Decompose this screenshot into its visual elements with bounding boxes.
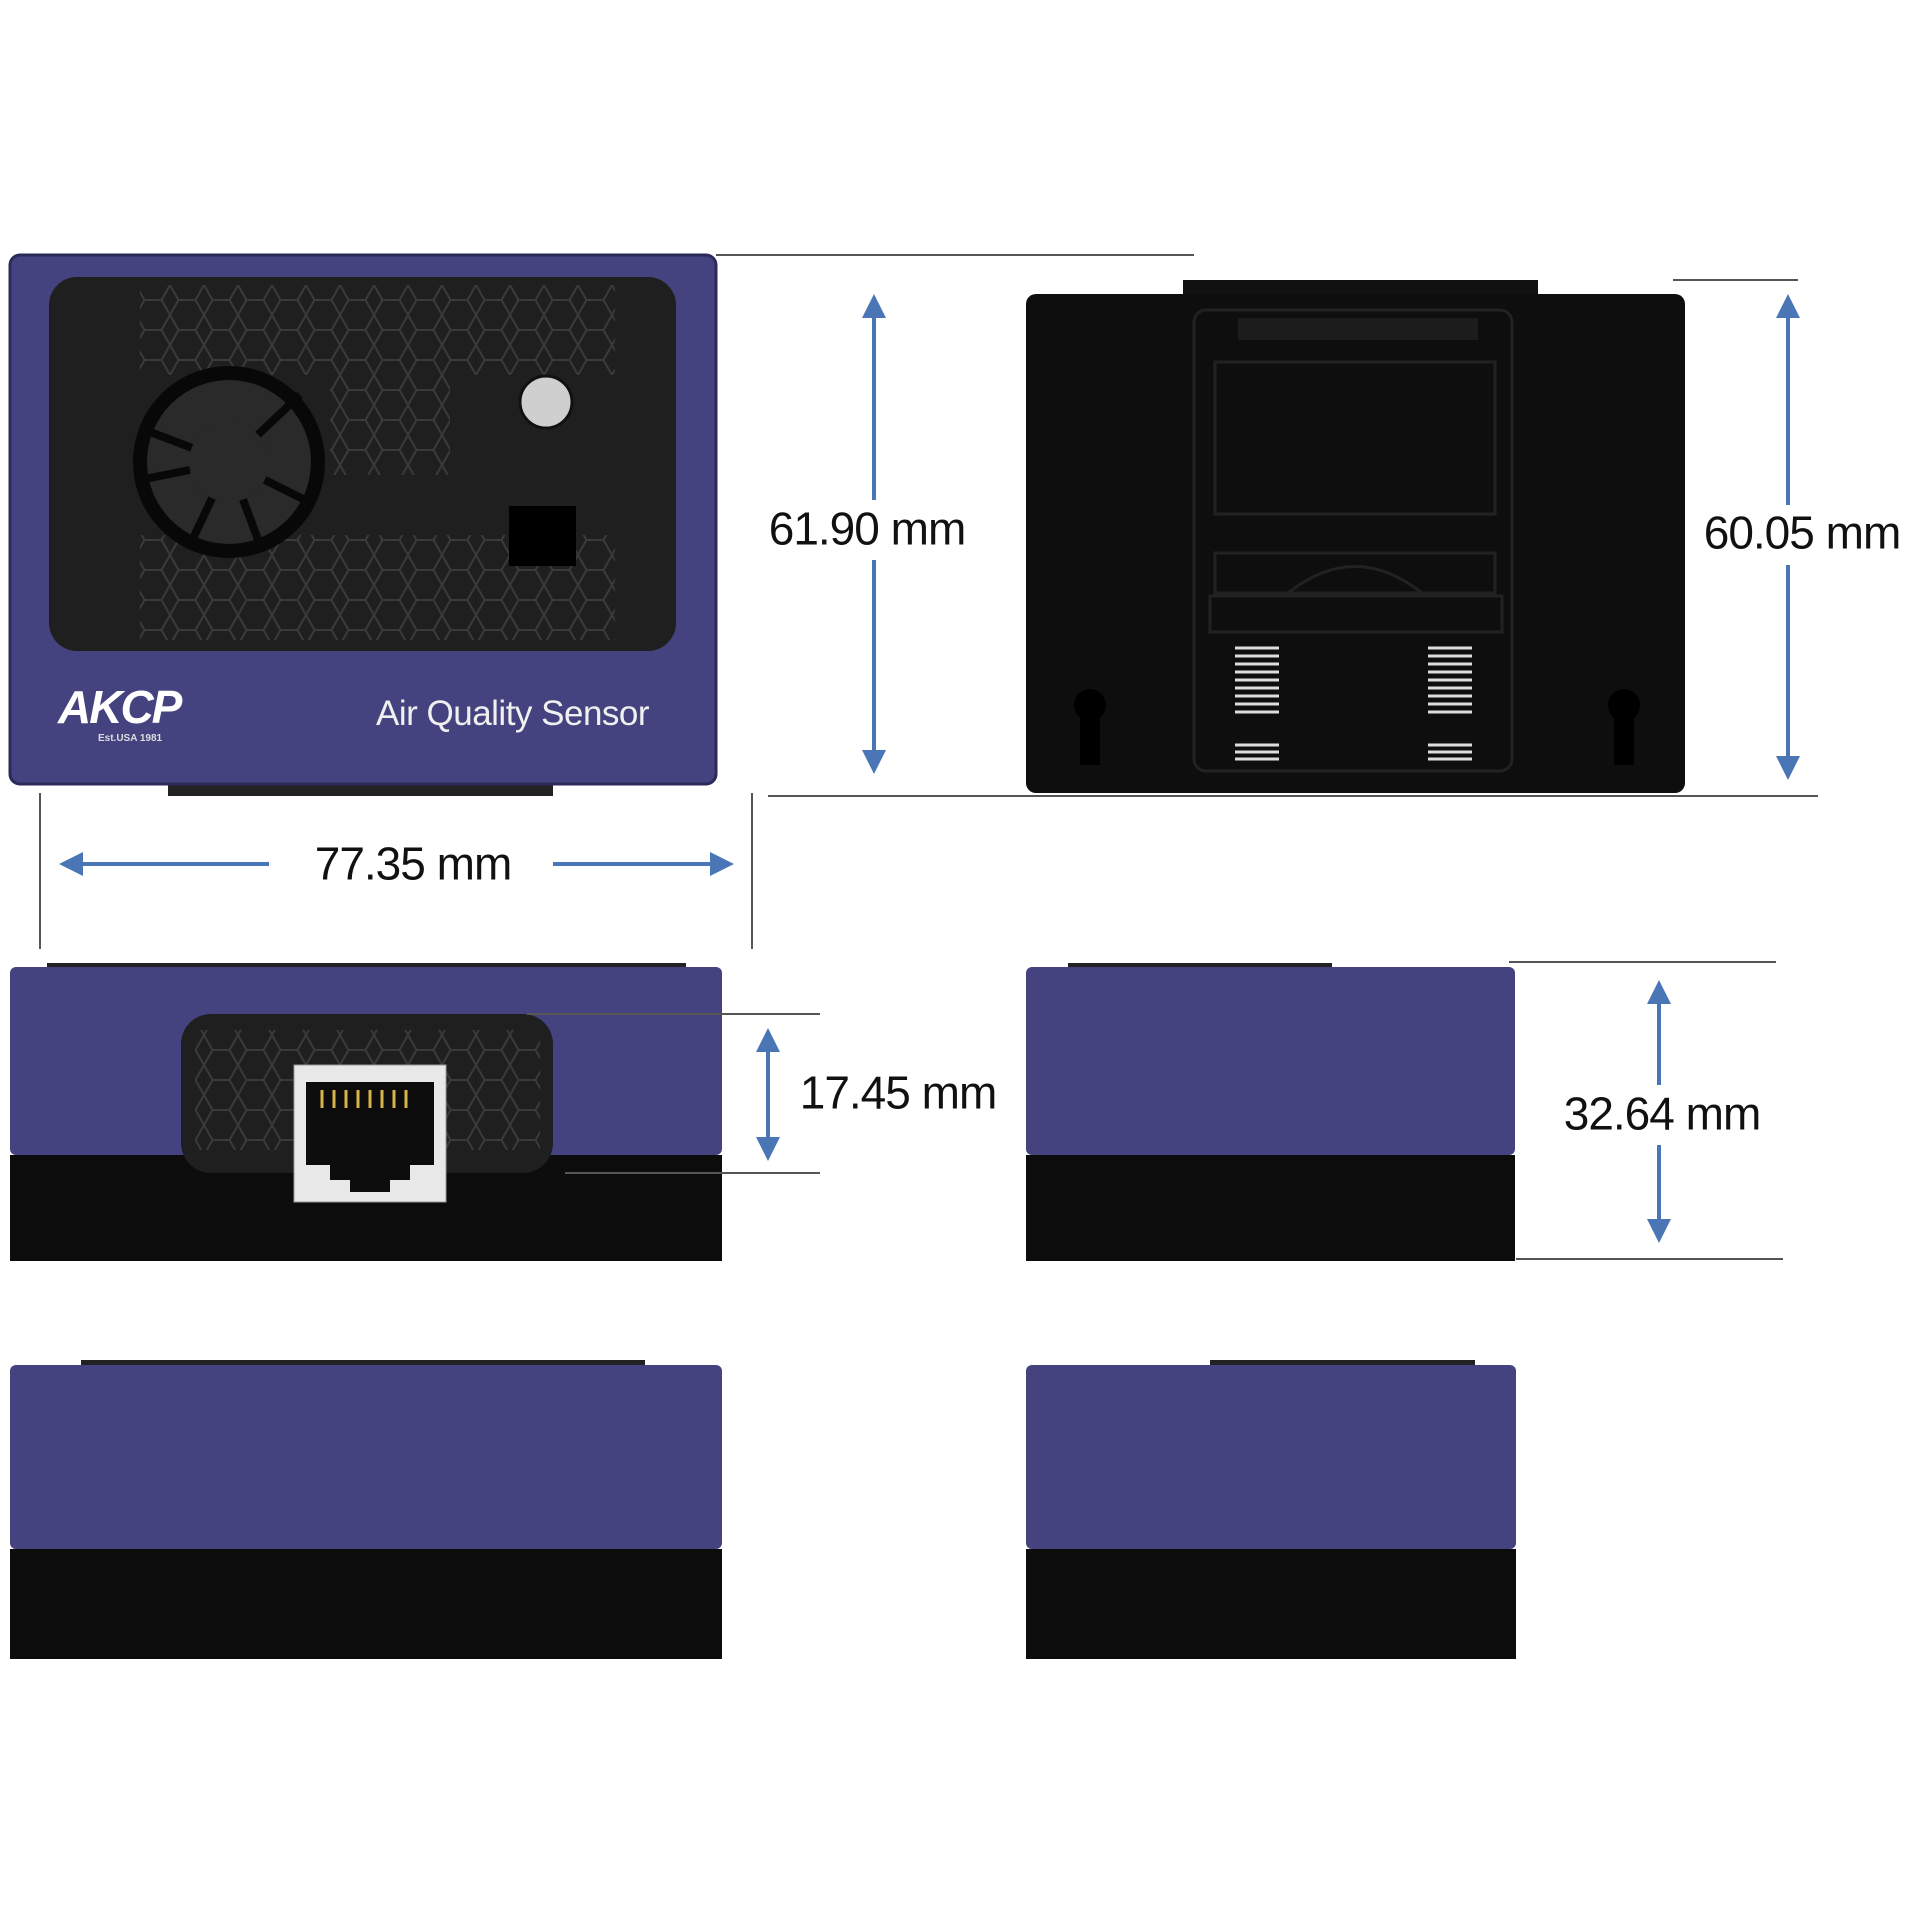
- dimension-width: 77.35 mm: [314, 837, 512, 890]
- dimension-arrows: [59, 294, 1800, 1243]
- bottom-view-left: [10, 1360, 722, 1659]
- keyhole-mount-icon: [1074, 689, 1640, 765]
- product-label: Air Quality Sensor: [376, 694, 650, 733]
- akcp-logo: AKCP: [58, 681, 182, 733]
- back-top-tab: [1183, 280, 1538, 298]
- front-view: [8, 253, 718, 796]
- dimension-depth: 32.64 mm: [1563, 1087, 1761, 1140]
- dimension-front-height: 61.90 mm: [768, 502, 966, 555]
- hex-grille-top: [140, 285, 615, 375]
- springs: [1235, 646, 1472, 761]
- akcp-logo-tagline: Est.USA 1981: [98, 733, 163, 744]
- side-view-plain: [1026, 963, 1515, 1261]
- back-housing: [1026, 294, 1685, 793]
- dimension-guide-lines: [39, 254, 1818, 1260]
- sensor-window: [509, 506, 576, 566]
- side-view-port: [10, 963, 722, 1261]
- mount-bracket: [1192, 308, 1514, 773]
- rj45-port-icon: [293, 1064, 447, 1203]
- fan-icon: [133, 366, 325, 558]
- hex-grille-middle: [330, 375, 450, 475]
- sensor-light-indicator: [518, 374, 574, 430]
- bottom-view-right: [1026, 1360, 1516, 1659]
- dimension-back-height: 60.05 mm: [1703, 506, 1901, 559]
- back-view: [1026, 280, 1685, 793]
- dimension-port-height: 17.45 mm: [799, 1066, 998, 1119]
